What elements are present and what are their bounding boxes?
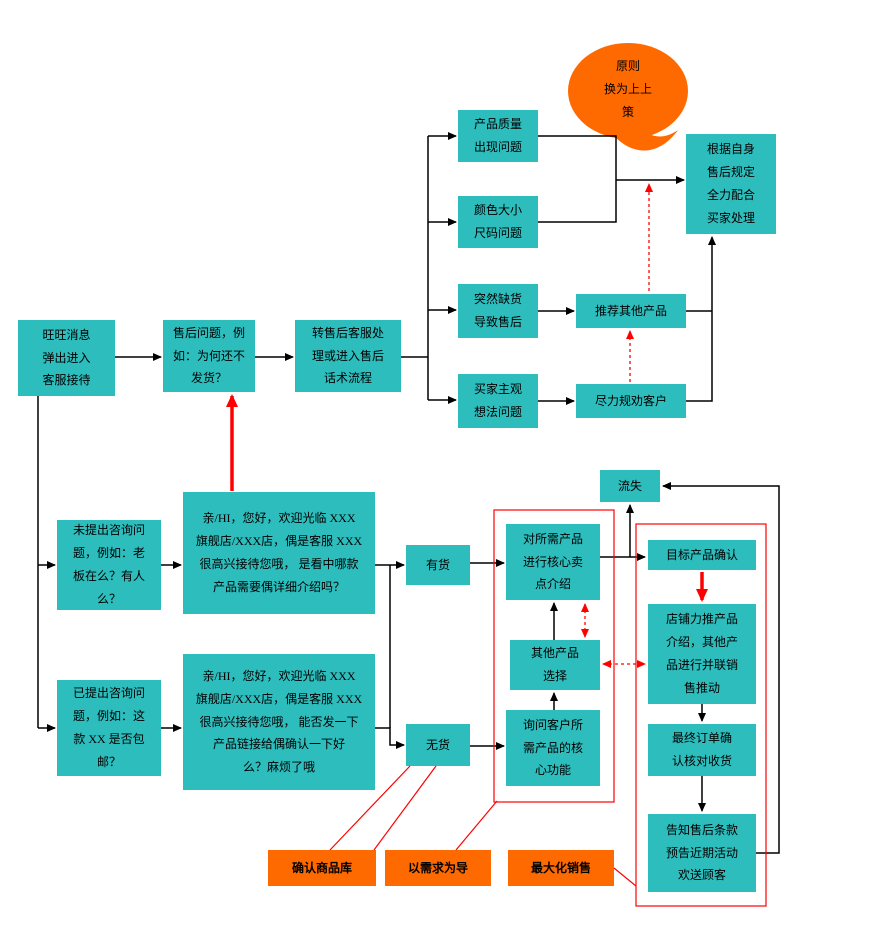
- node-buyer-subjective: 买家主观 想法问题: [458, 374, 538, 428]
- node-final-order: 最终订单确 认核对收货: [648, 724, 756, 776]
- node-target-confirm: 目标产品确认: [648, 540, 756, 570]
- label-maximize-sales: 最大化销售: [508, 850, 614, 886]
- node-no-stock: 无货: [406, 724, 470, 766]
- node-customer-loss: 流失: [600, 470, 660, 502]
- node-core-selling-points: 对所需产品 进行核心卖 点介绍: [506, 524, 600, 600]
- node-aftersale-question: 售后问题，例 如：为何还不 发货？: [163, 320, 255, 392]
- node-has-question: 已提出咨询问 题，例如：这 款 XX 是否包 邮？: [57, 680, 161, 776]
- node-product-quality: 产品质量 出现问题: [458, 110, 538, 162]
- node-push-products: 店铺力推产品 介绍，其他产 品进行并联销 售推动: [648, 604, 756, 704]
- node-persuade-customer: 尽力规劝客户: [576, 384, 686, 418]
- label-confirm-inventory: 确认商品库: [268, 850, 376, 886]
- node-out-of-stock: 突然缺货 导致售后: [458, 284, 538, 338]
- node-color-size: 颜色大小 尺码问题: [458, 196, 538, 248]
- node-greeting-2: 亲/HI，您好，欢迎光临 XXX 旗舰店/XXX店，偶是客服 XXX 很高兴接待…: [183, 654, 375, 790]
- node-policy-cooperate: 根据自身 售后规定 全力配合 买家处理: [686, 134, 776, 234]
- node-transfer-aftersale: 转售后客服处 理或进入售后 话术流程: [295, 320, 401, 392]
- node-greeting-1: 亲/HI，您好，欢迎光临 XXX 旗舰店/XXX店，偶是客服 XXX 很高兴接待…: [183, 492, 375, 614]
- label-demand-oriented: 以需求为导: [385, 850, 491, 886]
- node-ask-core-needs: 询问客户所 需产品的核 心功能: [506, 710, 600, 786]
- node-no-question: 未提出咨询问 题，例如：老 板在么？有人 么？: [57, 520, 161, 610]
- node-in-stock: 有货: [406, 545, 470, 585]
- node-other-product-choice: 其他产品 选择: [510, 640, 600, 690]
- speech-bubble-label: 原则 换为上上 策: [603, 59, 652, 119]
- node-recommend-other: 推荐其他产品: [576, 294, 686, 328]
- node-wangwang-message: 旺旺消息 弹出进入 客服接待: [18, 320, 115, 396]
- node-farewell: 告知售后条款 预告近期活动 欢送顾客: [648, 814, 756, 892]
